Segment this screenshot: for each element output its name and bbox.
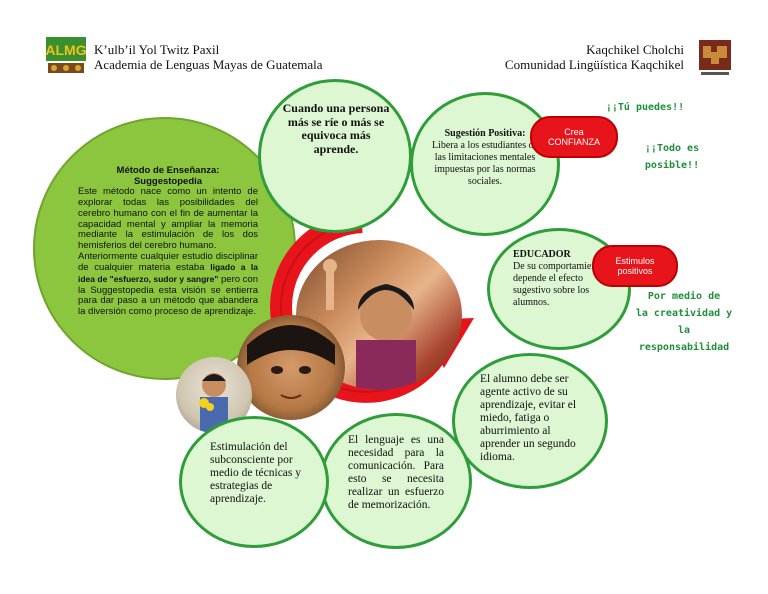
header-left: K’ulb’il Yol Twitz Paxil Academia de Len… bbox=[94, 42, 322, 72]
creatividad-line3: la bbox=[677, 325, 691, 336]
tu-puedes-note: ¡¡Tú puedes!! bbox=[605, 102, 685, 113]
todo-posible-note: ¡¡Todo es posible!! bbox=[644, 143, 700, 171]
creatividad-line2: la creatividad y bbox=[635, 308, 733, 319]
student-bubble bbox=[452, 353, 608, 489]
suggestion-text: Sugestión Positiva: Libera a los estudia… bbox=[430, 128, 540, 188]
crea-line1: Crea bbox=[564, 127, 584, 137]
header-left-line1: K’ulb’il Yol Twitz Paxil bbox=[94, 42, 220, 57]
creatividad-line1: Por medio de bbox=[647, 291, 721, 302]
method-para1: Este método nace como un intento de expl… bbox=[78, 186, 258, 251]
creatividad-note: Por medio de la creatividad y la respons… bbox=[624, 288, 744, 356]
laugh-text: Cuando una persona más se ríe o más se e… bbox=[282, 101, 390, 156]
language-text: El lenguaje es una necesidad para la com… bbox=[348, 434, 444, 511]
header-right-line1: Kaqchikel Cholchi bbox=[586, 42, 684, 57]
kaqchikel-logo bbox=[697, 38, 733, 78]
educator-body: De su comportamiento depende el efecto s… bbox=[513, 261, 605, 308]
suggestion-bubble bbox=[410, 92, 560, 236]
method-text: Método de Enseñanza: Suggestopedia Este … bbox=[78, 165, 258, 318]
almg-logo: ALMG bbox=[44, 35, 88, 77]
suggestion-title: Sugestión Positiva: bbox=[444, 128, 526, 139]
suggestion-body: Libera a los estudiantes de las limitaci… bbox=[431, 140, 539, 187]
children-classroom-photo bbox=[296, 240, 462, 390]
method-para2-a: Anteriormente cualquier estudio discipli… bbox=[78, 250, 258, 274]
header-left-line2: Academia de Lenguas Mayas de Guatemala bbox=[94, 57, 323, 72]
header-right: Kaqchikel Cholchi Comunidad Lingüística … bbox=[505, 42, 684, 72]
method-para2-b: pero con la Suggestopedia esta visión se… bbox=[78, 274, 258, 318]
creatividad-line4: responsabilidad bbox=[638, 342, 730, 353]
method-title-line1: Método de Enseñanza: bbox=[116, 165, 220, 176]
subconscious-text: Estimulación del subconsciente por medio… bbox=[210, 441, 302, 505]
subconscious-bubble bbox=[179, 416, 329, 548]
method-para2-bold: ligado a la idea de "esfuerzo, sudor y s… bbox=[78, 262, 258, 285]
laugh-bubble bbox=[258, 79, 412, 233]
crea-line2: CONFIANZA bbox=[547, 137, 600, 147]
language-bubble bbox=[320, 413, 472, 549]
educator-title: EDUCADOR bbox=[513, 249, 571, 260]
child-face-photo bbox=[237, 315, 345, 420]
crea-confianza-pill: Crea CONFIANZA bbox=[530, 116, 618, 158]
student-text: El alumno debe ser agente activo de su a… bbox=[480, 373, 577, 463]
estimulos-line1: Estimulos bbox=[615, 256, 655, 266]
estimulos-pill: Estimulos positivos bbox=[592, 245, 678, 287]
estimulos-line2: positivos bbox=[617, 266, 653, 276]
almg-logo-text: ALMG bbox=[45, 42, 86, 58]
method-title-line2: Suggestopedia bbox=[133, 175, 203, 187]
header-right-line2: Comunidad Lingüística Kaqchikel bbox=[504, 57, 684, 72]
educator-text: EDUCADOR De su comportamiento depende el… bbox=[513, 249, 605, 309]
